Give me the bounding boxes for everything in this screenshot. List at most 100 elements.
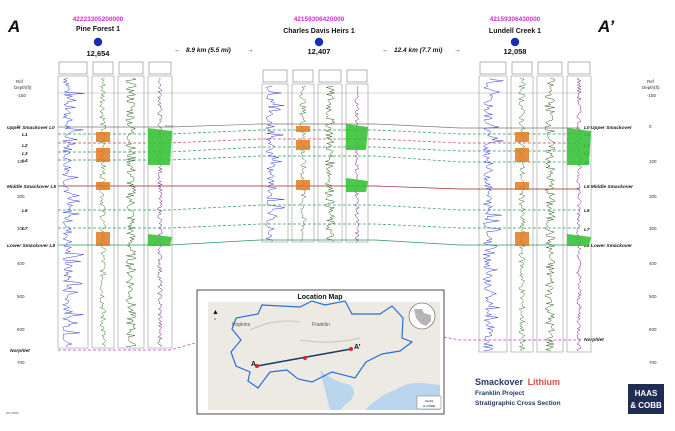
horizon-label-norphlet: Norphlet xyxy=(10,348,30,354)
horizon-label-l1: L1 xyxy=(22,132,28,138)
log-track-header xyxy=(292,69,314,83)
horizon-line-l6 xyxy=(58,204,580,211)
horizon-label-l5-middle-smackover: L5 Middle Smackover xyxy=(584,184,634,190)
log-track xyxy=(291,83,315,243)
right-tick: 200 xyxy=(649,194,657,199)
log-curve xyxy=(354,85,360,242)
location-map-title: Location Map xyxy=(297,294,342,301)
right-tick: -150 xyxy=(647,93,657,98)
well-api-1: 42223305200000 xyxy=(73,16,124,23)
section-start-label: A xyxy=(7,17,20,36)
log-curve xyxy=(482,77,504,352)
log-curve xyxy=(157,77,163,347)
left-horizon-labels: Upper Smackover L0 L1 L2 L3 L4 Middle Sm… xyxy=(7,125,56,354)
log-curve xyxy=(125,77,137,348)
horizon-line-l1 xyxy=(58,129,580,135)
right-tick: 300 xyxy=(649,226,657,231)
right-tick: 500 xyxy=(649,294,657,299)
map-town-franklin: Franklin xyxy=(312,322,330,328)
haas-cobb-logo-line-2: & COBB xyxy=(630,401,662,410)
map-well-marker xyxy=(303,356,307,360)
left-depth-axis: Ref Depth(ft) -150 0 100 200 300 400 500… xyxy=(14,79,32,365)
right-arrow-icon: → xyxy=(247,47,254,54)
orange-shading xyxy=(515,148,529,162)
horizon-label-l3: L3 xyxy=(22,151,28,157)
well-log-panels xyxy=(57,61,592,353)
log-curve xyxy=(518,77,527,352)
horizon-line-l4 xyxy=(58,155,580,163)
green-shading xyxy=(346,124,368,150)
horizon-label-l7: L7 xyxy=(584,227,590,233)
right-axis-title-1: Ref xyxy=(647,79,655,84)
horizon-label-norphlet: Norphlet xyxy=(584,337,604,343)
horizon-label-l0-upper-smackover: L0 Upper Smackover xyxy=(584,125,633,131)
footer-code: HS+5565 xyxy=(6,411,19,415)
horizon-label-middle-smackover-l5: Middle Smackover L5 xyxy=(7,184,56,190)
left-tick: -150 xyxy=(17,93,27,98)
project-name: Franklin Project xyxy=(475,390,525,397)
log-track-header xyxy=(262,69,288,83)
horizon-line-l0 xyxy=(58,123,580,129)
left-arrow-icon: ← xyxy=(382,47,389,54)
log-track-header xyxy=(346,69,368,83)
haas-cobb-logo-line-1: HAAS xyxy=(635,389,658,398)
company-name: Smackover Lithium xyxy=(475,377,560,387)
distance-1: ← 8.9 km (5.5 mi) → xyxy=(174,47,254,54)
map-logo-line-1: HAAS xyxy=(425,399,434,403)
horizon-label-lower-smackover-l8: Lower Smackover L8 xyxy=(7,243,55,249)
left-tick: 700 xyxy=(17,360,25,365)
orange-shading xyxy=(515,182,529,190)
horizon-line-l3 xyxy=(58,146,580,153)
log-track-header xyxy=(58,61,88,75)
branding-block: Smackover Lithium Franklin Project Strat… xyxy=(475,377,664,414)
log-track xyxy=(261,83,289,243)
well-name-2: Charles Davis Heirs 1 xyxy=(283,28,355,35)
green-shading xyxy=(148,128,172,165)
north-label: N xyxy=(214,317,216,321)
horizon-label-l6: L6 xyxy=(584,208,590,214)
well-location-dot-1 xyxy=(93,37,103,47)
map-point-a: A xyxy=(251,361,256,368)
well-api-3: 42159306430000 xyxy=(490,16,541,23)
log-track xyxy=(536,75,564,353)
well-depth-2: 12,407 xyxy=(308,47,331,56)
log-track-header xyxy=(511,61,533,75)
log-track xyxy=(117,75,145,349)
log-curve xyxy=(264,85,286,242)
horizon-label-upper-smackover-l0: Upper Smackover L0 xyxy=(7,125,55,131)
left-tick: 100 xyxy=(17,159,25,164)
map-town-hopkins: Hopkins xyxy=(232,322,251,328)
map-logo-box xyxy=(416,395,442,410)
company-name-part-2: Lithium xyxy=(528,377,561,387)
well-header-2: 42159306420000 Charles Davis Heirs 1 12,… xyxy=(283,16,355,56)
map-point-a-prime: A’ xyxy=(354,344,361,351)
right-axis-title-2: Depth(ft) xyxy=(642,85,660,90)
well-name-3: Lundell Creek 1 xyxy=(489,28,541,35)
well-header-3: 42159306430000 Lundell Creek 1 12,058 xyxy=(489,16,541,56)
well-log-panel-2 xyxy=(261,69,369,243)
well-name-1: Pine Forest 1 xyxy=(76,26,120,33)
left-axis-title-1: Ref xyxy=(16,79,24,84)
well-depth-3: 12,058 xyxy=(504,47,527,56)
horizon-line-l7 xyxy=(58,223,580,229)
log-track-header xyxy=(148,61,172,75)
location-map: Location Map A A’ Hopkins Franklin ▲ N H… xyxy=(196,289,445,415)
map-well-marker xyxy=(349,347,353,351)
orange-shading xyxy=(296,180,310,190)
left-tick: 300 xyxy=(17,226,25,231)
company-name-part-1: Smackover xyxy=(475,377,524,387)
north-arrow-icon: ▲ xyxy=(212,309,219,316)
left-tick: 400 xyxy=(17,261,25,266)
left-axis-title-2: Depth(ft) xyxy=(14,85,32,90)
log-track xyxy=(345,83,369,243)
horizon-label-l7: L7 xyxy=(22,226,28,232)
log-curve xyxy=(61,77,85,347)
log-track-header xyxy=(92,61,114,75)
orange-shading xyxy=(96,148,110,162)
well-location-dot-3 xyxy=(510,37,520,47)
orange-shading xyxy=(96,182,110,190)
orange-shading xyxy=(96,232,110,246)
log-track xyxy=(510,75,534,353)
